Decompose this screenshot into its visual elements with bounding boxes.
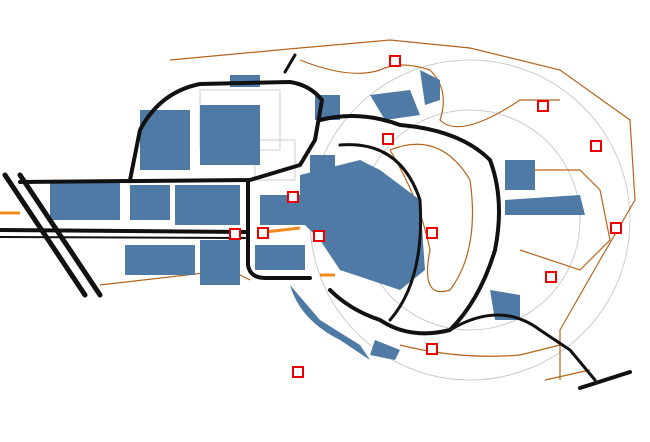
map-marker[interactable]: [229, 228, 241, 240]
map-marker[interactable]: [257, 227, 269, 239]
map-marker[interactable]: [287, 191, 299, 203]
buildings: [50, 70, 585, 360]
map-marker[interactable]: [545, 271, 557, 283]
roads: [0, 53, 632, 390]
map-marker[interactable]: [426, 343, 438, 355]
map-marker[interactable]: [382, 133, 394, 145]
map-marker[interactable]: [610, 222, 622, 234]
map-marker[interactable]: [313, 230, 325, 242]
markers: [229, 55, 622, 378]
footpaths: [0, 39, 636, 381]
map-marker[interactable]: [426, 227, 438, 239]
map-marker[interactable]: [389, 55, 401, 67]
map-marker[interactable]: [590, 140, 602, 152]
map-marker[interactable]: [537, 100, 549, 112]
map-marker[interactable]: [292, 366, 304, 378]
